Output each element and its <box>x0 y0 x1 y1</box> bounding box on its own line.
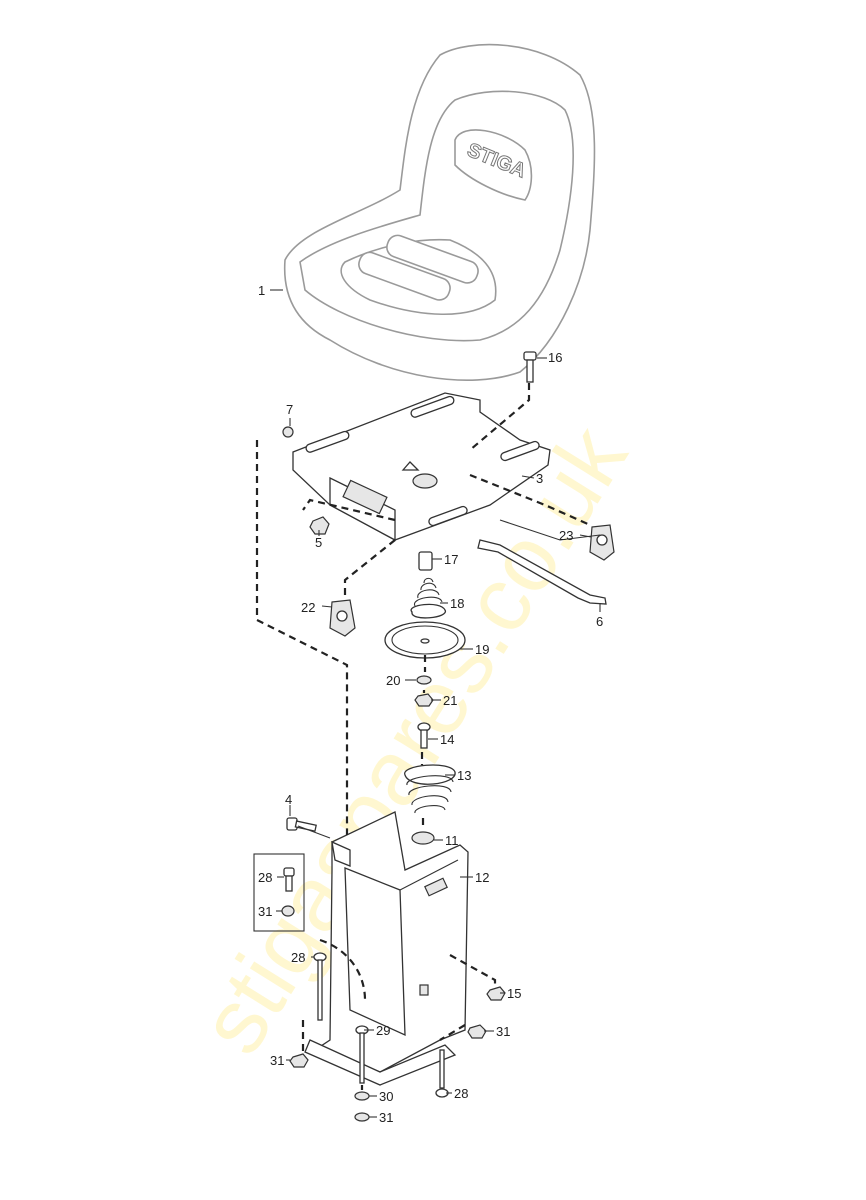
spring-13 <box>404 764 456 814</box>
nut-21 <box>414 693 434 707</box>
callout-31-bottom: 31 <box>379 1110 393 1125</box>
adjust-lever <box>477 539 607 605</box>
washer-31-inset <box>281 905 295 917</box>
callout-15: 15 <box>507 986 521 1001</box>
bolt-28-left <box>313 952 327 1021</box>
callout-18: 18 <box>450 596 464 611</box>
bolt-14 <box>417 722 431 749</box>
callout-20: 20 <box>386 673 400 688</box>
bolt-4 <box>286 817 317 832</box>
callout-31-right: 31 <box>496 1024 510 1039</box>
callout-17: 17 <box>444 552 458 567</box>
inset-box <box>253 853 305 932</box>
callout-28-inset: 28 <box>258 870 272 885</box>
nut-5 <box>309 516 330 535</box>
leader-lines <box>270 289 601 1118</box>
seat-plate <box>292 392 551 542</box>
spacer-17 <box>418 551 433 571</box>
nut-31-right <box>467 1024 487 1039</box>
callout-3: 3 <box>536 471 543 486</box>
clip-22 <box>329 599 356 637</box>
clip-23 <box>589 524 615 561</box>
callout-5: 5 <box>315 535 322 550</box>
callout-12: 12 <box>475 870 489 885</box>
callout-21: 21 <box>443 693 457 708</box>
callout-7: 7 <box>286 402 293 417</box>
callout-labels: 1 16 7 3 5 23 17 18 22 6 19 20 21 14 13 … <box>258 283 603 1125</box>
callout-23: 23 <box>559 528 573 543</box>
callout-29: 29 <box>376 1023 390 1038</box>
plate-19 <box>384 621 466 659</box>
callout-6: 6 <box>596 614 603 629</box>
callout-19: 19 <box>475 642 489 657</box>
nut-15 <box>486 986 506 1001</box>
callout-4: 4 <box>285 792 292 807</box>
washer-31-bottom <box>354 1112 370 1122</box>
seat: STIGA <box>283 43 596 381</box>
callout-22: 22 <box>301 600 315 615</box>
nut-7 <box>282 426 294 438</box>
pedestal-12 <box>304 811 469 1086</box>
nut-31-left <box>289 1053 309 1068</box>
callout-31-left: 31 <box>270 1053 284 1068</box>
callout-16: 16 <box>548 350 562 365</box>
callout-28-right: 28 <box>454 1086 468 1101</box>
bolt-16 <box>523 351 537 383</box>
spring-18 <box>410 577 446 619</box>
callout-31-inset: 31 <box>258 904 272 919</box>
washer-20 <box>416 675 432 685</box>
callout-11: 11 <box>445 833 459 848</box>
callout-1: 1 <box>258 283 265 298</box>
assembly-lines <box>255 383 601 1090</box>
washer-11 <box>411 831 435 845</box>
bolt-29 <box>355 1025 369 1084</box>
callout-30: 30 <box>379 1089 393 1104</box>
callout-28-left: 28 <box>291 950 305 965</box>
callout-13: 13 <box>457 768 471 783</box>
bolt-28-inset <box>283 867 295 892</box>
callout-14: 14 <box>440 732 454 747</box>
washer-30 <box>354 1091 370 1101</box>
